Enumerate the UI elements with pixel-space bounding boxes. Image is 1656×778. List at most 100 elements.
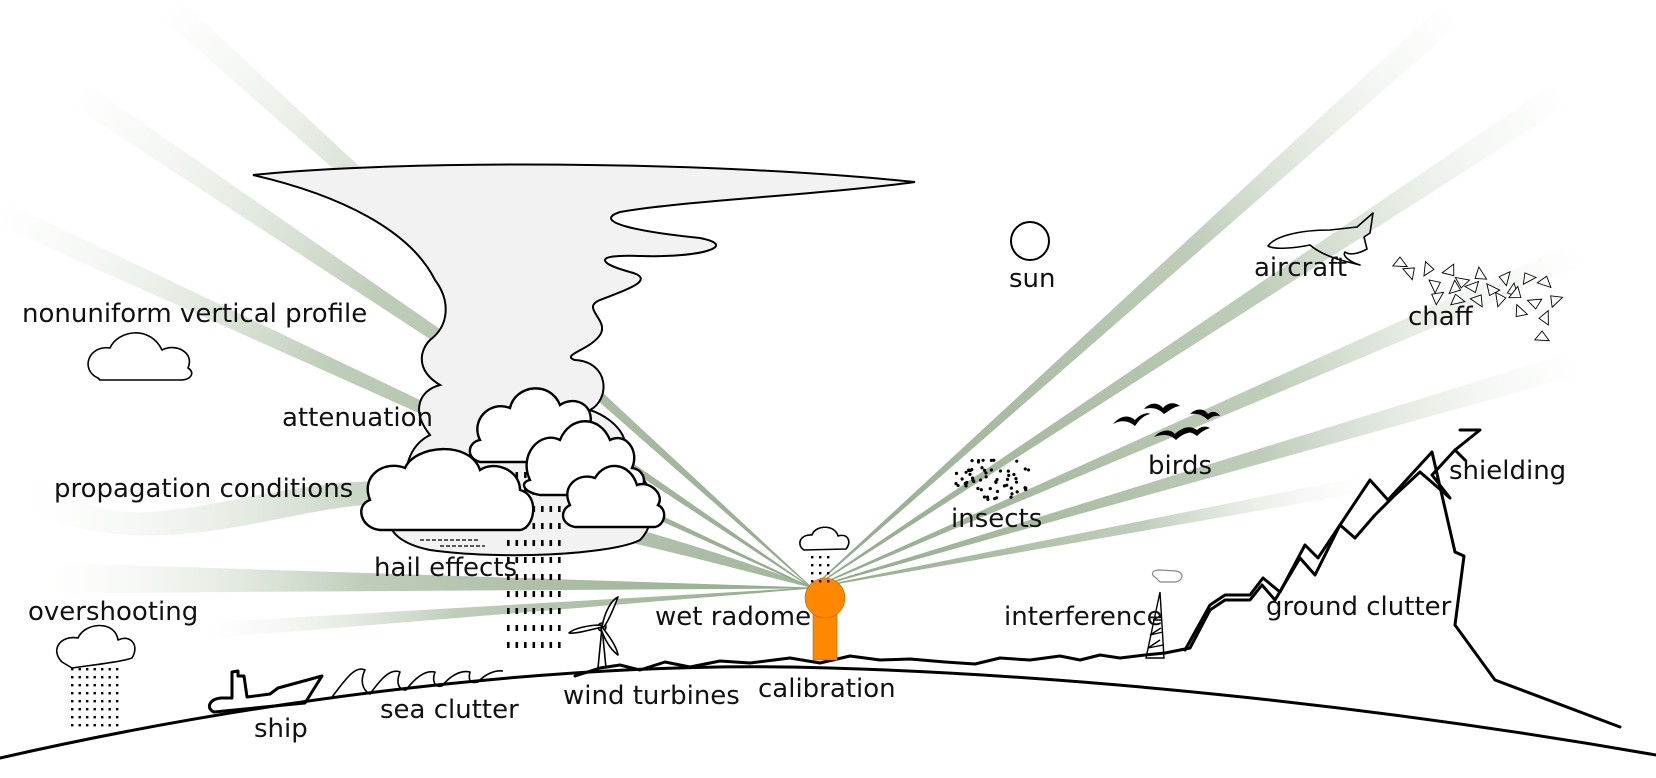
insect (1014, 480, 1019, 484)
radar-beam (811, 477, 1362, 589)
rain-drop (78, 724, 81, 727)
insect (1010, 492, 1014, 496)
insect (1009, 495, 1013, 499)
rain-drops (811, 556, 830, 583)
rain-drop (93, 684, 96, 687)
bird-flock-icon (1113, 403, 1220, 440)
label-nonuniform-vertical-profile: nonuniform vertical profile (22, 299, 367, 329)
hail-mark (558, 625, 561, 631)
mountain-icon (1183, 450, 1622, 729)
radar-beam (811, 84, 1568, 589)
rain-drop (86, 676, 89, 679)
rain-drop (116, 700, 119, 703)
label-insects: insects (951, 504, 1042, 534)
chaff-piece (1538, 309, 1549, 326)
hail-mark (532, 642, 536, 648)
insect (1012, 472, 1016, 477)
label-birds: birds (1148, 451, 1212, 481)
hail-mark (549, 608, 553, 614)
rain-drop (116, 708, 119, 711)
radar-beam (811, 5, 1459, 589)
insect (968, 472, 972, 476)
hail-mark (541, 608, 544, 614)
ship-icon (207, 669, 324, 714)
hail-mark (515, 642, 519, 648)
label-ground-clutter: ground clutter (1266, 592, 1452, 622)
chaff-piece (1463, 280, 1480, 294)
hail-mark (549, 540, 553, 546)
hail-mark (524, 472, 527, 478)
insect (1026, 468, 1031, 472)
rain-drop (819, 556, 822, 559)
rain-drop (101, 716, 104, 719)
chaff-piece (1536, 275, 1552, 289)
rain-drop (116, 676, 119, 679)
rain-drop (827, 564, 830, 567)
insect (960, 477, 964, 481)
label-wet-radome: wet radome (655, 602, 811, 632)
rain-drop (116, 716, 119, 719)
insect (954, 481, 958, 486)
chaff-piece (1401, 267, 1415, 281)
label-sea-clutter: sea clutter (380, 695, 519, 725)
rain-drop (101, 684, 104, 687)
rain-drop (819, 572, 822, 575)
chaff-piece (1450, 293, 1466, 306)
rain-drop (86, 724, 89, 727)
rain-drop (93, 692, 96, 695)
insect (1002, 484, 1007, 488)
rain-drop (71, 676, 74, 679)
rain-drop (116, 684, 119, 687)
insect (956, 483, 960, 488)
label-interference: interference (1004, 602, 1163, 632)
rain-drop (101, 676, 104, 679)
insect-swarm-icon (954, 458, 1031, 501)
hail-mark (532, 608, 536, 614)
hail-mark (541, 506, 544, 512)
hail-mark (507, 557, 510, 563)
chaff-piece (1391, 256, 1409, 268)
rain-drop (93, 724, 96, 727)
chaff-piece (1498, 270, 1511, 287)
chaff-piece (1486, 282, 1501, 297)
rain-drop (819, 580, 822, 583)
hail-mark (532, 591, 536, 597)
rain-drop (86, 708, 89, 711)
radar-icon (804, 577, 846, 661)
hail-mark (532, 523, 536, 529)
rain-drop (101, 708, 104, 711)
chaff-piece (1522, 272, 1538, 286)
insect (995, 496, 999, 500)
hail-mark (532, 625, 536, 631)
insect (992, 458, 996, 462)
chaff-piece (1454, 276, 1471, 289)
hail-mark (558, 506, 561, 512)
hail-mark (524, 642, 527, 648)
rain-drop (78, 708, 81, 711)
rain-drop (93, 716, 96, 719)
hail-dashes (420, 539, 485, 547)
chaff-piece (1448, 279, 1462, 295)
insect (1005, 477, 1010, 481)
hail-mark (541, 523, 544, 529)
insect (1009, 486, 1013, 490)
rain-cloud-icon (799, 526, 850, 551)
label-sun: sun (1009, 264, 1056, 294)
hail-mark (549, 642, 553, 648)
hail-mark (515, 625, 519, 631)
rain-cloud-icon (56, 624, 136, 669)
rain-drop (78, 700, 81, 703)
rain-drop (108, 708, 111, 711)
insect (986, 497, 990, 501)
insect (1015, 490, 1019, 494)
transmitter-tower-icon (1145, 569, 1183, 659)
chaff-piece (1441, 263, 1455, 277)
rain-drop (827, 572, 830, 575)
rain-drop (108, 700, 111, 703)
insect (964, 470, 968, 474)
rain-drop (71, 684, 74, 687)
chaff-piece (1507, 285, 1522, 299)
rain-drop (116, 724, 119, 727)
insect (1023, 467, 1027, 471)
hail-mark (515, 540, 519, 546)
